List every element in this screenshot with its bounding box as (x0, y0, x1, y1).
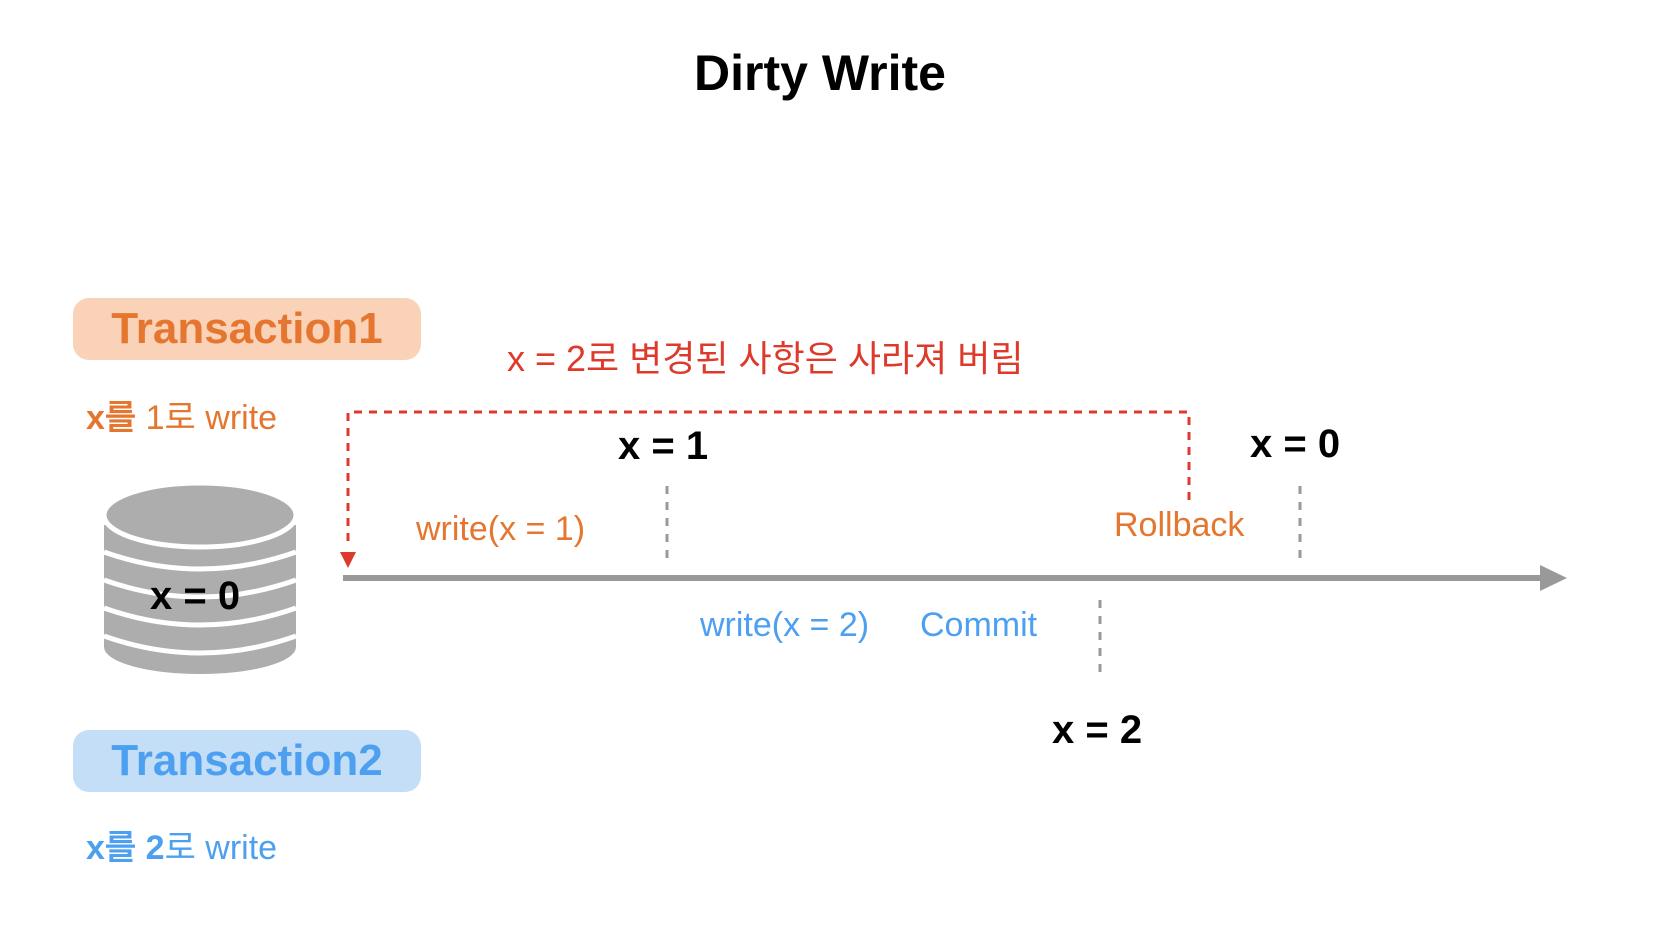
rollback-result: x = 0 (1250, 422, 1341, 466)
timeline-arrow (343, 565, 1567, 591)
transaction1-label: Transaction1 (73, 298, 421, 360)
diagram-title: Dirty Write (694, 45, 946, 101)
transaction1-desc-rest: 1로 write (136, 399, 278, 437)
transaction2-description: x를 2로 write (86, 820, 277, 869)
lost-update-note: x = 2로 변경된 사항은 사라져 버림 (507, 338, 1024, 379)
t1-write-result: x = 1 (618, 424, 709, 468)
transaction2-label: Transaction2 (73, 730, 421, 792)
database-value: x = 0 (150, 574, 241, 618)
t2-write-label: write(x = 2) (700, 606, 870, 644)
transaction2-desc-num: 2 (136, 829, 165, 867)
transaction1-desc-var: x를 (86, 399, 137, 437)
t2-commit-label: Commit (920, 606, 1038, 644)
t2-commit-result: x = 2 (1052, 708, 1143, 752)
transaction1-description: x를 1로 write (86, 390, 277, 439)
rollback-restore-arrow (340, 410, 1191, 568)
transaction2-desc-rest: 로 write (164, 829, 278, 867)
t1-rollback-label: Rollback (1114, 506, 1245, 544)
t1-write-label: write(x = 1) (416, 510, 586, 548)
database-icon (101, 480, 299, 674)
transaction2-desc-var: x를 (86, 829, 137, 867)
